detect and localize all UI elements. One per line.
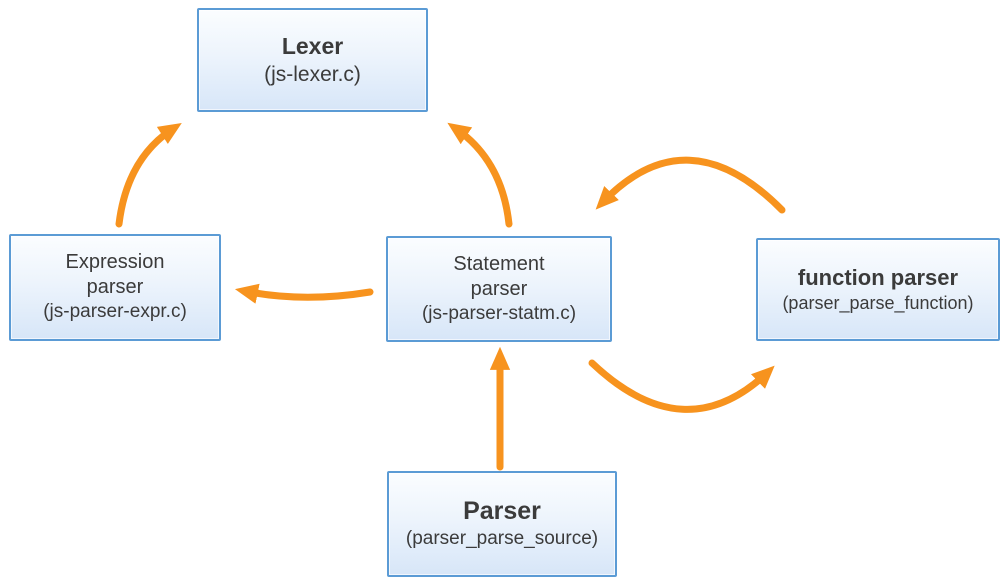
node-expression-parser-subtitle: (js-parser-expr.c) [43,301,187,323]
node-statement-parser-subtitle: (js-parser-statm.c) [421,302,577,324]
node-function-parser-title: function parser [797,265,959,291]
node-lexer-subtitle: (js-lexer.c) [264,62,361,86]
arrow-statement-parser-to-function-parser [588,359,775,413]
node-expression-parser-title: Expression parser [65,251,165,299]
node-function-parser-subtitle: (parser_parse_function) [782,292,974,313]
node-lexer: Lexer (js-lexer.c) [197,8,428,112]
arrow-statement-parser-to-expression-parser [234,283,374,304]
node-lexer-title: Lexer [281,32,344,59]
node-statement-parser: Statement parser (js-parser-statm.c) [386,236,612,342]
arrow-function-parser-to-statement-parser [595,156,786,214]
node-expression-parser: Expression parser (js-parser-expr.c) [9,234,221,341]
arrow-statement-parser-to-lexer [447,122,513,228]
node-parser-title: Parser [463,497,541,526]
arrow-expression-parser-to-lexer [115,123,182,228]
node-parser: Parser (parser_parse_source) [387,471,617,577]
node-parser-subtitle: (parser_parse_source) [405,528,599,550]
node-function-parser: function parser (parser_parse_function) [756,238,1000,341]
node-statement-parser-title: Statement parser [453,252,545,300]
